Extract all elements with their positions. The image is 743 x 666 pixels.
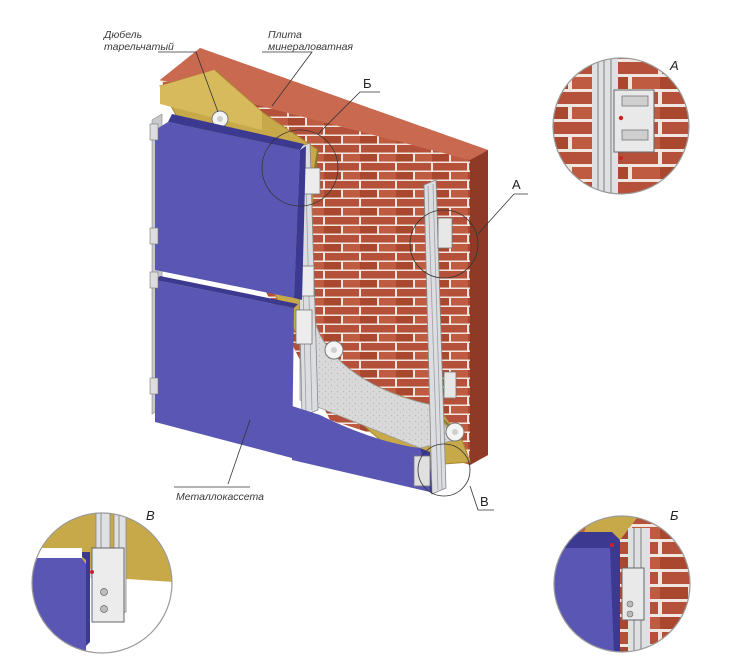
dowel-head xyxy=(445,422,465,442)
detail-v-title: В xyxy=(146,508,155,523)
callout-a: А xyxy=(512,177,521,192)
metal-cassette-lower xyxy=(155,276,298,458)
detail-a: А xyxy=(552,57,690,195)
main-assembly xyxy=(149,48,488,495)
cassette-label: Металлокассета xyxy=(176,491,264,503)
metal-cassette-upper xyxy=(155,114,306,300)
brick-wall-edge xyxy=(470,150,488,465)
detail-a-title: А xyxy=(669,58,679,73)
vertical-guide-rail xyxy=(423,179,457,495)
callout-b: Б xyxy=(363,76,372,91)
wool-label-line1: Плита xyxy=(268,29,302,41)
wool-label-line2: минераловатная xyxy=(268,41,353,53)
detail-b-title: Б xyxy=(670,508,679,523)
leader-lines xyxy=(158,51,528,511)
dowel-head xyxy=(324,340,344,360)
detail-b: Б xyxy=(553,508,691,653)
dowel-label-line2: тарельчатый xyxy=(104,41,174,53)
detail-v: В xyxy=(31,508,173,654)
callout-v: В xyxy=(480,494,489,509)
dowel-label-line1: Дюбель xyxy=(103,29,142,41)
